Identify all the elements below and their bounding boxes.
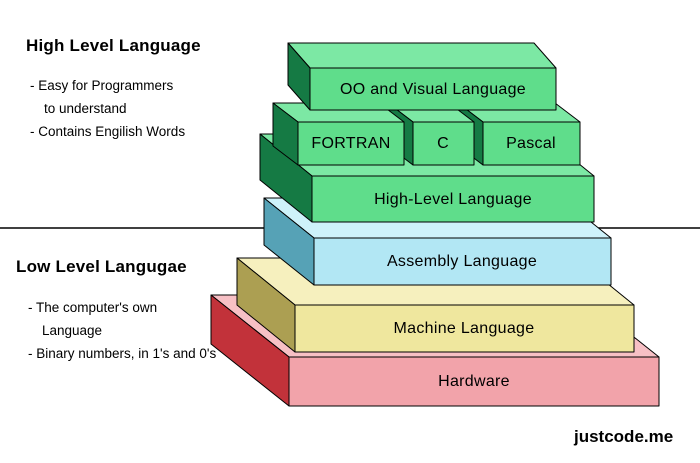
c-block-front-face: [412, 121, 475, 166]
high-level-section-notes: - Easy for Programmers to understand - C…: [30, 74, 185, 143]
oo-visual-language-block-top-face: [287, 42, 557, 69]
pascal-block-front-face: [482, 121, 581, 166]
pascal-block-label: Pascal: [506, 135, 556, 152]
low-level-note-line-2: Language: [42, 323, 103, 338]
oo-visual-language-block: OO and Visual Language: [287, 42, 557, 111]
oo-visual-language-block-label: OO and Visual Language: [340, 81, 526, 98]
assembly-language-block-label: Assembly Language: [387, 253, 537, 270]
high-level-note-line-2: to understand: [44, 101, 127, 116]
high-level-note-line-3: - Contains Engilish Words: [30, 124, 186, 139]
low-level-note-line-1: - The computer's own: [28, 300, 158, 315]
fortran-block: FORTRAN: [272, 102, 405, 166]
low-level-section-notes: - The computer's own Language - Binary n…: [28, 296, 216, 365]
machine-language-block-front-face: [294, 304, 635, 353]
c-block-label: C: [437, 135, 449, 152]
pascal-block: Pascal: [457, 102, 581, 166]
high-level-section-title: High Level Language: [26, 36, 201, 55]
high-level-language-block-front-face: [311, 175, 595, 223]
assembly-language-block: Assembly Language: [263, 197, 612, 286]
low-level-note-line-3: - Binary numbers, in 1's and 0's: [28, 346, 217, 361]
low-level-section-title: Low Level Langugae: [16, 257, 187, 276]
hardware-block-front-face: [288, 356, 660, 407]
fortran-block-front-face: [297, 121, 405, 166]
watermark-text: justcode.me: [574, 427, 674, 446]
oo-visual-language-block-front-face: [309, 67, 557, 111]
high-level-language-block-label: High-Level Language: [374, 191, 532, 208]
hardware-block-label: Hardware: [438, 373, 510, 390]
machine-language-block-label: Machine Language: [394, 320, 535, 337]
assembly-language-block-front-face: [313, 237, 612, 286]
high-level-note-line-1: - Easy for Programmers: [30, 78, 174, 93]
fortran-block-label: FORTRAN: [311, 135, 390, 152]
